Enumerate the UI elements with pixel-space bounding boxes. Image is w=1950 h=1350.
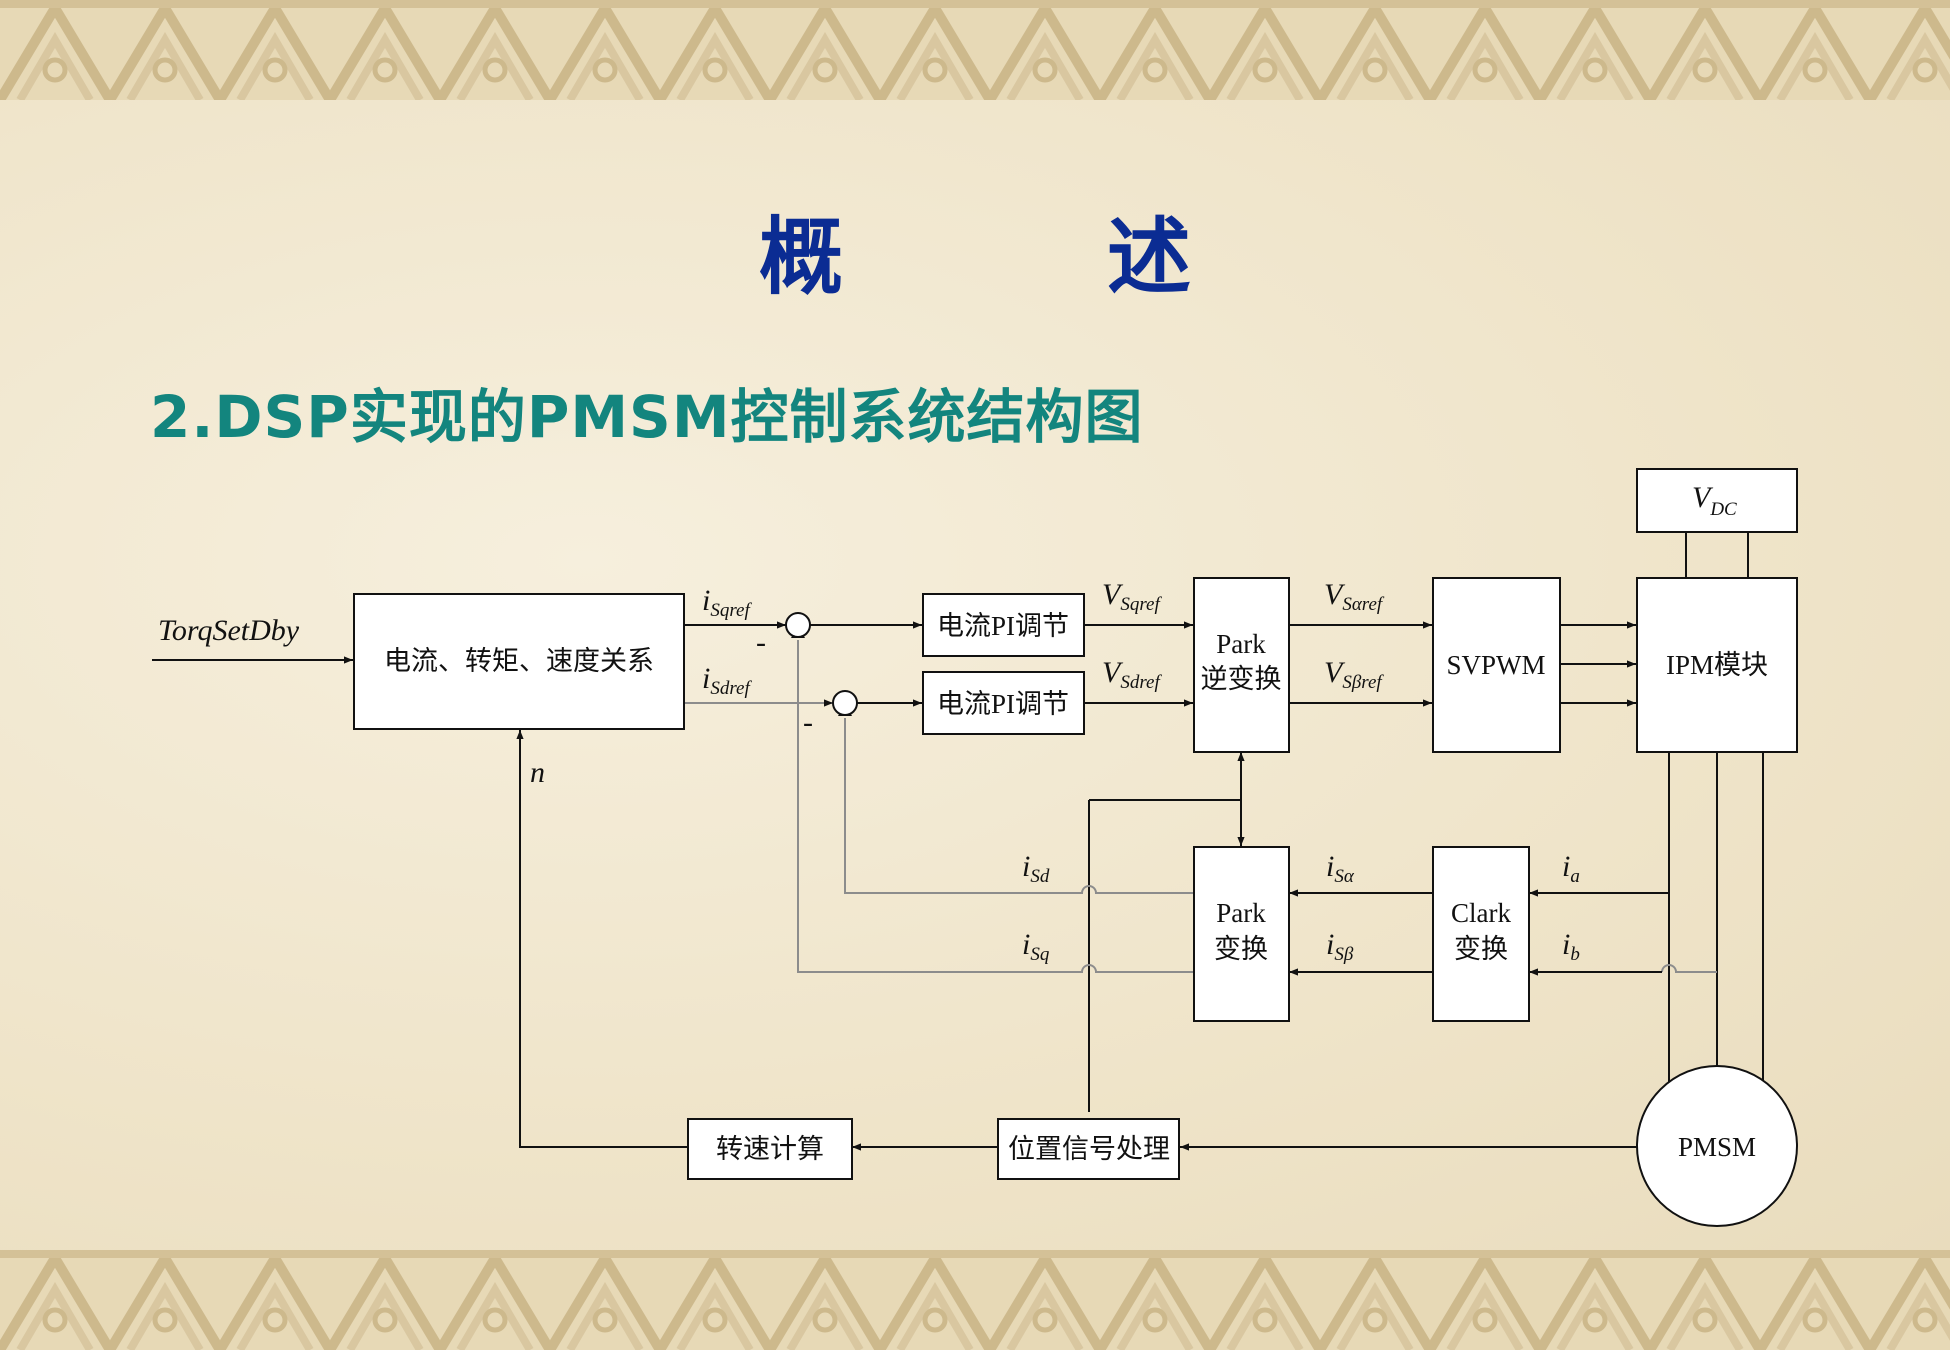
signal-vsbref: VSβref: [1324, 656, 1384, 693]
block-relation-label: 电流、转矩、速度关系: [384, 646, 654, 676]
bottom-border-band: [0, 1250, 1950, 1350]
top-border-band: [0, 0, 1950, 100]
block-vdc: VDC: [1636, 468, 1798, 533]
minus-sign-q: -: [756, 626, 766, 659]
block-speed-calc-label: 转速计算: [716, 1134, 824, 1164]
block-relation: 电流、转矩、速度关系: [353, 593, 685, 730]
block-ipm-label: IPM模块: [1666, 650, 1768, 680]
block-pi-q-label: 电流PI调节: [937, 611, 1069, 641]
block-clark-line1: Clark: [1451, 898, 1511, 928]
signal-torqsetdby: TorqSetDby: [158, 614, 300, 647]
signal-isqref: iSqref: [702, 584, 752, 621]
signal-vsaref: VSαref: [1324, 578, 1385, 615]
block-park-inverse: Park 逆变换: [1193, 577, 1290, 753]
block-pi-d-label: 电流PI调节: [937, 689, 1069, 719]
block-svpwm: SVPWM: [1432, 577, 1561, 753]
page-title: 概 述: [758, 207, 1281, 306]
signal-isalpha: iSα: [1326, 850, 1355, 887]
summing-junction-d: [832, 690, 858, 716]
diagram-heading: 2.DSP实现的PMSM控制系统结构图: [150, 383, 1144, 451]
block-vdc-label: VDC: [1692, 481, 1737, 520]
signal-vsdref: VSdref: [1102, 656, 1162, 693]
signal-ib: ib: [1562, 928, 1580, 965]
signal-isq: iSq: [1022, 928, 1050, 965]
block-clark-line2: 变换: [1454, 934, 1508, 964]
block-position-processing-label: 位置信号处理: [1008, 1134, 1170, 1164]
block-park-inverse-line2: 逆变换: [1201, 664, 1282, 694]
block-clark: Clark 变换: [1432, 846, 1530, 1022]
block-pi-d: 电流PI调节: [922, 671, 1085, 735]
block-position-processing: 位置信号处理: [997, 1118, 1180, 1180]
signal-isdref: iSdref: [702, 662, 752, 699]
block-park-line1: Park: [1216, 898, 1266, 928]
block-svpwm-label: SVPWM: [1446, 650, 1545, 680]
block-ipm: IPM模块: [1636, 577, 1798, 753]
signal-isbeta: iSβ: [1326, 928, 1354, 965]
signal-ia: ia: [1562, 850, 1580, 887]
signal-isd: iSd: [1022, 850, 1050, 887]
signal-labels: TorqSetDby iSqref iSdref - - VSqref VSdr…: [158, 578, 1580, 965]
block-pmsm: PMSM: [1636, 1065, 1798, 1227]
block-park-line2: 变换: [1214, 934, 1268, 964]
connections: [152, 532, 1764, 1151]
signal-n: n: [530, 756, 545, 789]
block-pmsm-label: PMSM: [1678, 1132, 1756, 1162]
signal-vsqref: VSqref: [1102, 578, 1162, 615]
block-park: Park 变换: [1193, 846, 1290, 1022]
summing-junction-q: [785, 612, 811, 638]
block-speed-calc: 转速计算: [687, 1118, 853, 1180]
minus-sign-d: -: [803, 706, 813, 739]
block-pi-q: 电流PI调节: [922, 593, 1085, 657]
block-park-inverse-line1: Park: [1216, 629, 1266, 659]
